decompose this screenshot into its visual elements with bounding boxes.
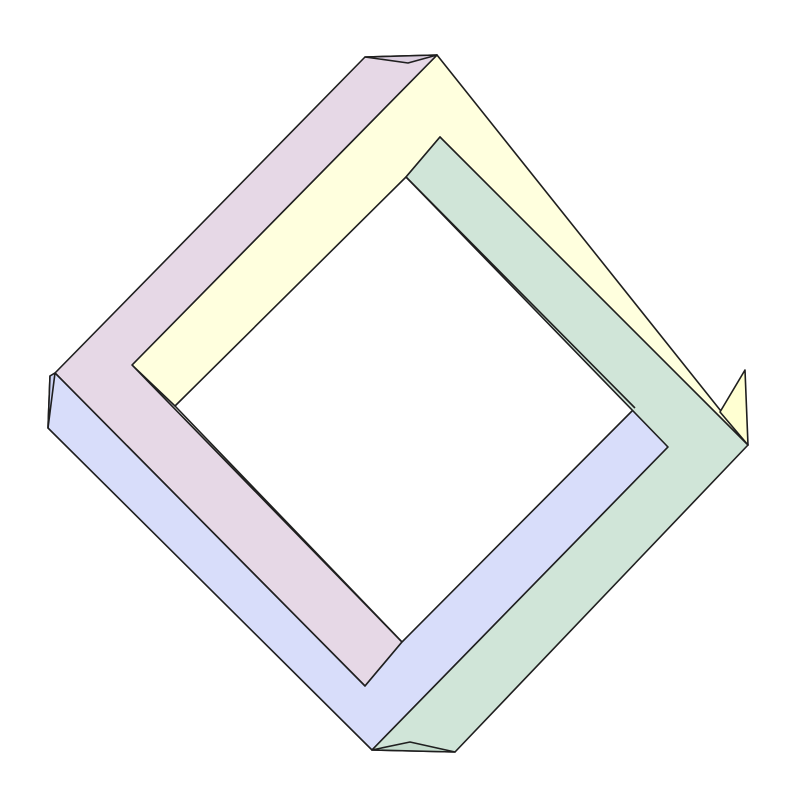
inner-edge <box>405 176 636 409</box>
bottom-left-end-cap <box>47 372 56 429</box>
top-right-end-cap <box>719 369 749 446</box>
top-left-end-cap <box>364 54 438 64</box>
bottom-right-end-cap <box>371 741 456 753</box>
inner-edge <box>174 405 403 643</box>
